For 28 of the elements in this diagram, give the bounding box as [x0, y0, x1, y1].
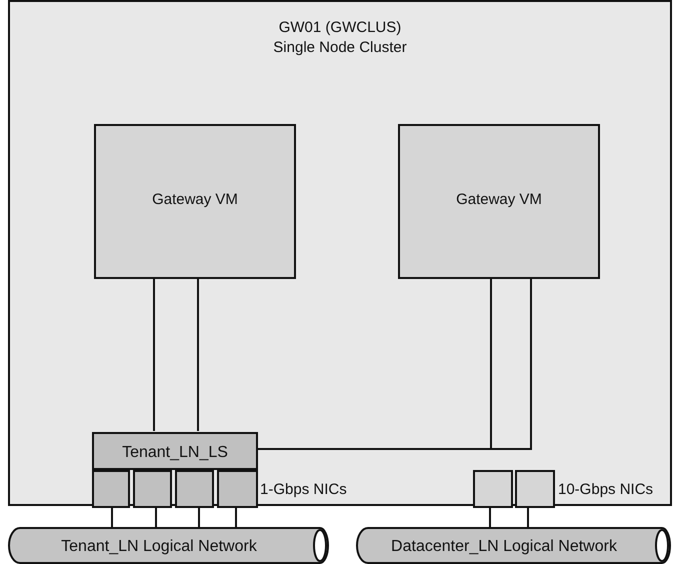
nic-box [515, 470, 555, 508]
vm-box [398, 124, 600, 279]
connector-line [198, 506, 200, 528]
node-label: Gateway VM [151, 190, 239, 210]
connector-line [111, 506, 113, 528]
cluster-panel [8, 0, 672, 506]
connector-line [489, 506, 491, 528]
nic-box [92, 470, 130, 508]
network-cylinder [8, 527, 332, 564]
cluster-title: GW01 (GWCLUS) Single Node Cluster [272, 18, 408, 58]
connector-line [527, 506, 529, 528]
network-cylinder [356, 527, 674, 564]
nic-box [133, 470, 172, 508]
connector-line [235, 506, 237, 528]
nic-box [175, 470, 214, 508]
node-label: Datacenter_LN Logical Network [390, 537, 618, 557]
vm-box [94, 124, 296, 279]
connector-line [153, 277, 155, 431]
nic-label: 10-Gbps NICs [558, 481, 654, 498]
nic-label: 1-Gbps NICs [260, 481, 347, 498]
node-label: Tenant_LN_LS [121, 443, 229, 463]
connector-line [155, 506, 157, 528]
connector-line [197, 277, 199, 431]
nic-box [217, 470, 258, 508]
node-label: Tenant_LN Logical Network [60, 537, 258, 557]
nic-box [473, 470, 513, 508]
switch-box [92, 432, 258, 470]
node-label: Gateway VM [455, 190, 543, 210]
